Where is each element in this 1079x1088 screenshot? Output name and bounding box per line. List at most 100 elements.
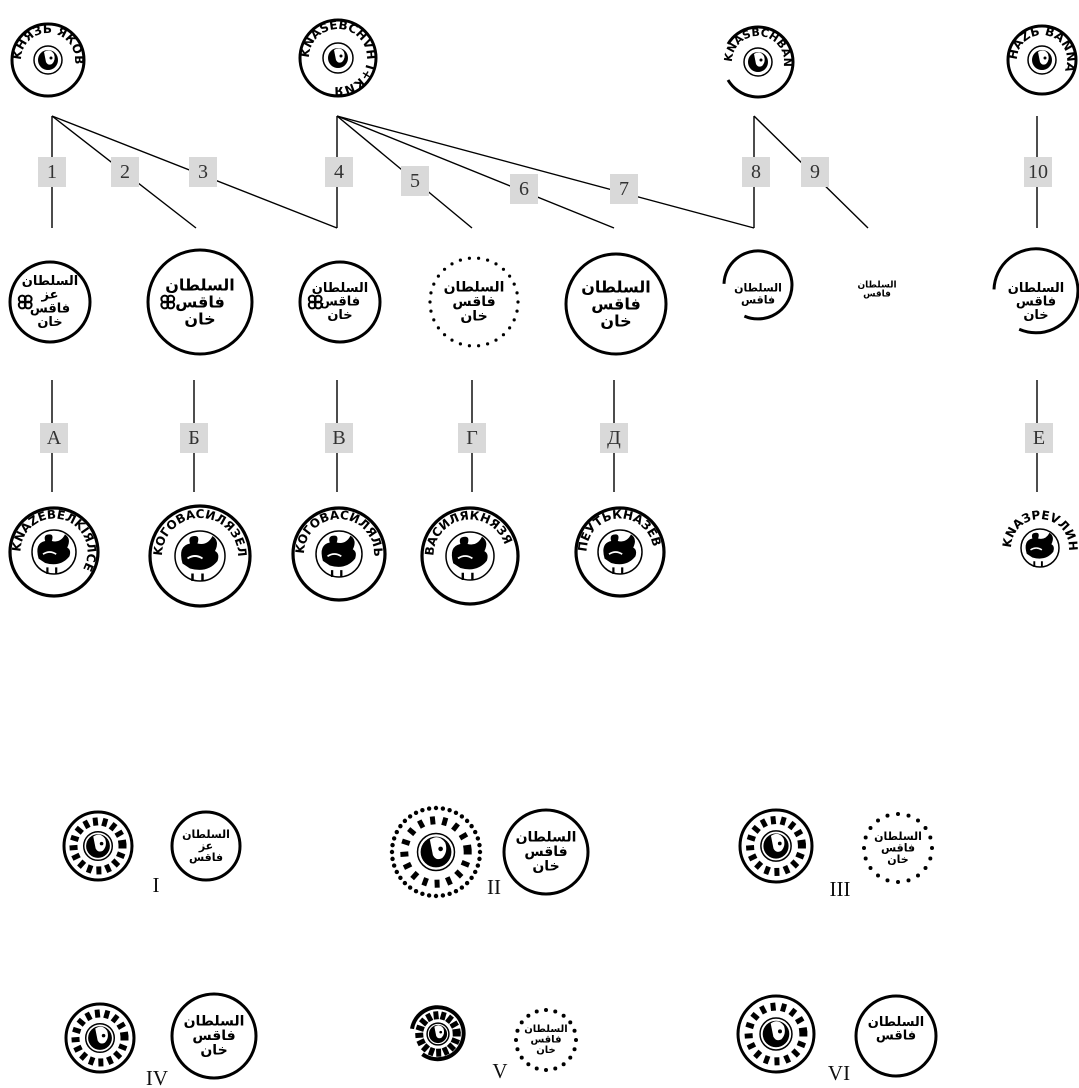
- arabic-inscription-line: خان: [200, 1043, 227, 1059]
- svg-text:2: 2: [120, 161, 130, 183]
- specimen-obverse: [736, 994, 816, 1074]
- specimen-obverse: [389, 805, 483, 899]
- arabic-inscription-line: السلطان: [444, 279, 505, 295]
- head-profile-icon: [420, 836, 452, 868]
- arabic-inscription-line: فاقس: [320, 295, 360, 310]
- link-label-2: 2: [111, 157, 139, 187]
- link-label-10: 10: [1024, 157, 1052, 187]
- arabic-inscription-line: فاقس: [524, 844, 567, 860]
- arabic-inscription-line: فاقس: [189, 851, 223, 864]
- arabic-inscription-line: السلطان: [874, 830, 922, 843]
- arabic-inscription-line: السلطان: [165, 276, 235, 295]
- arabic-inscription-line: فاقس: [175, 293, 225, 312]
- link-label-8: 8: [742, 157, 770, 187]
- arabic-inscription-line: السلطان: [184, 1013, 245, 1029]
- reverse-label-3: В: [325, 423, 353, 453]
- arabic-inscription-line: خان: [1023, 308, 1048, 323]
- specimen-obverse: [738, 808, 814, 884]
- rooster-die-6: KNAЗРЕVЛИН: [1000, 508, 1079, 568]
- arabic-inscription-line: السلطان: [581, 278, 651, 297]
- svg-text:10: 10: [1028, 161, 1048, 183]
- arabic-inscription-line: فاقس: [1016, 295, 1056, 310]
- arabic-inscription-line: خان: [184, 309, 215, 328]
- group-label-3: III: [830, 877, 851, 901]
- svg-text:4: 4: [334, 161, 344, 183]
- link-label-6: 6: [510, 174, 538, 204]
- reverse-label-2: Б: [180, 423, 208, 453]
- link-label-3: 3: [189, 157, 217, 187]
- arabic-inscription-line: فاقس: [881, 842, 915, 855]
- svg-text:7: 7: [619, 178, 629, 200]
- specimen-obverse: [410, 1005, 466, 1062]
- arabic-inscription-line: فاقس: [863, 290, 891, 300]
- link-label-4: 4: [325, 157, 353, 187]
- group-label-2: II: [487, 875, 501, 899]
- arabic-inscription-line: خان: [532, 859, 559, 875]
- group-label-5: V: [492, 1059, 507, 1083]
- svg-text:8: 8: [751, 161, 761, 183]
- arabic-inscription-line: خان: [37, 315, 62, 330]
- svg-text:Г: Г: [466, 427, 478, 449]
- svg-text:В: В: [332, 427, 345, 449]
- head-profile-icon: [763, 833, 789, 859]
- arabic-inscription-line: فاقس: [531, 1035, 562, 1046]
- head-profile-icon: [88, 1026, 112, 1050]
- svg-text:3: 3: [198, 161, 208, 183]
- head-profile-icon: [428, 1024, 448, 1044]
- arabic-inscription-line: خان: [887, 853, 908, 866]
- arabic-inscription-line: السلطان: [516, 829, 577, 845]
- svg-text:9: 9: [810, 161, 820, 183]
- obverse-die-3: KNASBCHВAN: [722, 25, 795, 99]
- arabic-inscription-line: عز: [41, 288, 59, 303]
- rooster-die-4: ВАСИЛЯКНЯЗЯ: [420, 506, 520, 606]
- group-label-6: VI: [828, 1061, 850, 1085]
- arabic-inscription-line: السلطان: [22, 274, 79, 289]
- rooster-die-3: KOГОВАСИЛЯЛЬ: [291, 506, 387, 602]
- rooster-icon: [1024, 531, 1055, 568]
- link-label-1: 1: [38, 157, 66, 187]
- arabic-inscription-line: خان: [460, 309, 487, 325]
- link-label-7: 7: [610, 174, 638, 204]
- head-profile-icon: [86, 834, 110, 858]
- arabic-inscription-line: السلطان: [182, 828, 230, 841]
- arabic-inscription-line: خان: [600, 311, 631, 330]
- rooster-die-2: KOГОВАСИЛЯЗЕЛ: [148, 504, 252, 608]
- obverse-die-2: KNASEBCHVH I+KNЯ: [298, 18, 379, 98]
- arabic-inscription-line: السلطان: [868, 1015, 925, 1030]
- specimen-obverse: [62, 810, 134, 882]
- arabic-inscription-line: السلطان: [312, 281, 369, 296]
- reverse-label-6: Е: [1025, 423, 1053, 453]
- specimen-obverse: [64, 1002, 136, 1074]
- obverse-die-4: HAZЬ BANNA: [1006, 24, 1078, 96]
- svg-text:6: 6: [519, 178, 529, 200]
- arabic-inscription-line: السلطان: [1008, 281, 1065, 296]
- reverse-label-5: Д: [600, 423, 628, 453]
- svg-text:1: 1: [47, 161, 57, 183]
- svg-text:Е: Е: [1033, 427, 1045, 449]
- arabic-inscription-line: عز: [198, 840, 213, 853]
- arabic-inscription-line: فاقس: [591, 295, 641, 314]
- rooster-die-1: KNAZEBEЛKIЯЛСЕ: [8, 506, 100, 598]
- arabic-inscription-line: فاقس: [192, 1028, 235, 1044]
- head-profile-icon: [762, 1020, 790, 1048]
